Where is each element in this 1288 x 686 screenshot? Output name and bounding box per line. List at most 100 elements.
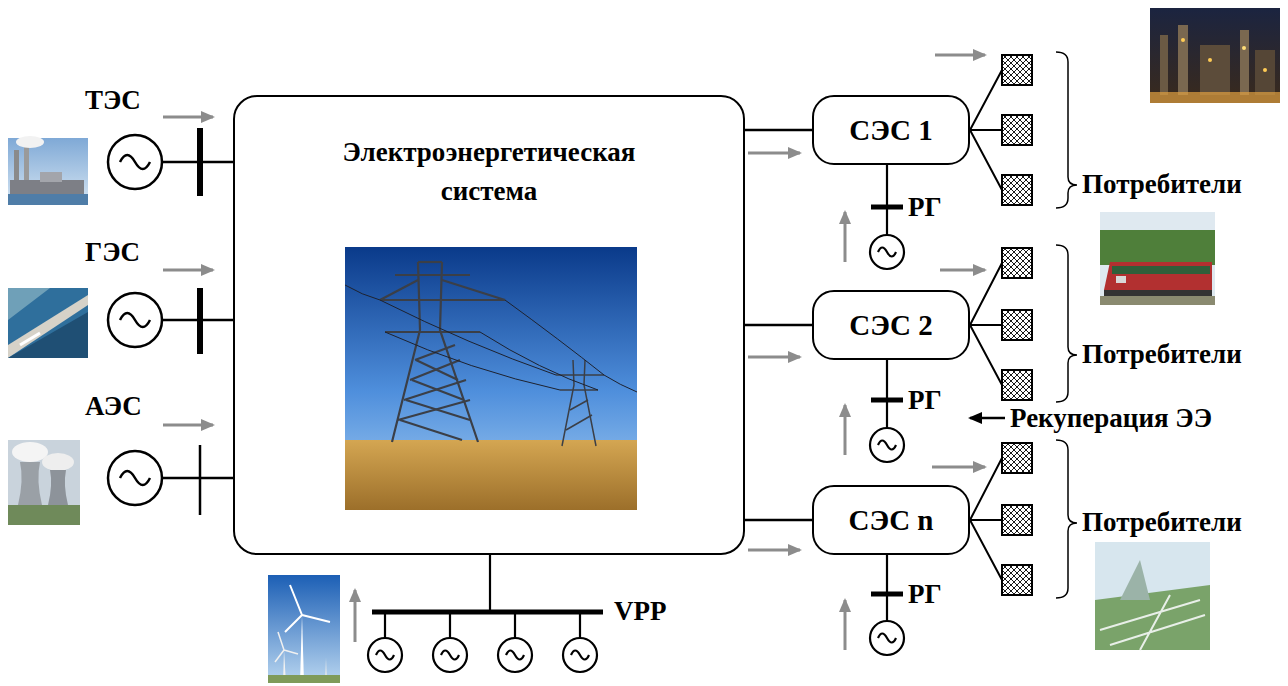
supply-line [745,129,812,132]
train-photo [1100,212,1215,305]
regional-generator [871,592,903,597]
ges-generator [108,288,233,354]
annotation-label: Рекуперация ЭЭ [1010,404,1212,434]
power-lines-photo [556,360,604,446]
consumer-symbol [1002,443,1032,473]
consumer-brace [1056,440,1077,598]
aes-photo [8,440,80,525]
substation-box: СЭС 1 [812,95,970,165]
tes-photo [8,194,88,205]
industry-photo [1150,92,1280,103]
flow-arrow [748,549,800,552]
city-photo [1095,542,1210,650]
tes-generator [108,135,162,189]
recuperation-arrow [970,417,1005,420]
vpp-generators [372,610,603,615]
train-photo [1100,296,1215,305]
flow-arrow [748,152,800,155]
power-lines-photo [566,400,592,430]
regional-generator [870,165,904,655]
annotation-label: ГЭС [85,238,140,268]
vpp-generators [571,651,589,660]
ges-generator [120,313,150,327]
aes-photo [18,462,42,505]
regional-generator [871,205,903,210]
city-photo [1095,585,1210,650]
tes-photo [10,180,84,194]
substation-box: СЭС n [812,485,970,555]
industry-photo [1181,38,1185,42]
consumer-feeders [970,263,1002,385]
consumer-symbol [1002,505,1032,535]
aes-photo [42,453,74,471]
tes-photo [40,172,62,182]
regional-generator [870,428,904,462]
annotation-label: РГ [908,386,942,416]
city-photo [1100,595,1205,650]
aes-photo [8,440,80,525]
box-label: СЭС 2 [849,309,932,342]
aes-generator [108,445,233,515]
power-lines-photo [380,275,505,332]
power-lines-photo [385,332,560,390]
wind-photo [275,632,298,662]
industry-photo [1160,35,1168,95]
industry-photo [1242,46,1246,50]
flow-arrow [163,116,213,119]
flow-arrow [163,269,213,272]
tes-photo [8,136,88,205]
regional-generator [886,360,888,428]
power-system-box: Электроэнергетическая система [233,95,745,555]
tes-photo [8,138,88,205]
power-lines-photo [380,262,505,442]
flow-arrow [844,212,847,262]
train-photo [1100,212,1215,305]
city-photo [1095,542,1210,650]
train-photo [1100,230,1215,265]
industry-photo [1178,25,1188,95]
consumer-brace [1056,52,1077,598]
vpp-generators [376,651,394,660]
vpp-generators [441,651,459,660]
consumer-symbol [1002,310,1032,340]
ges-photo [8,288,88,358]
ges-photo [8,295,88,358]
flow-arrow [935,54,985,57]
aes-generator [120,471,150,485]
consumer-symbol [1002,248,1032,278]
flow-arrow [844,600,847,650]
industry-photo [1208,58,1212,62]
flow-arrow [932,466,985,469]
tes-generator [197,128,203,196]
regional-generator [878,248,896,257]
power-lines-photo [345,247,637,510]
wind-photo [268,675,340,683]
power-lines-photo [345,285,637,392]
annotation-label: АЭС [85,392,142,422]
consumer-feeders [970,70,1002,580]
aes-photo [8,505,80,525]
power-lines-photo [400,360,470,440]
annotation-label: ТЭС [85,86,141,116]
ges-photo [20,333,40,345]
consumer-symbol [1002,55,1032,85]
ges-photo [8,288,50,320]
power-lines-photo [562,360,574,446]
regional-generator [878,441,896,450]
tes-photo [16,136,44,148]
tes-generator [120,155,150,169]
city-photo [1120,560,1150,600]
consumer-symbol [1002,175,1032,205]
annotation-label: VPP [614,597,666,627]
aes-generator [162,477,233,480]
vpp-generators [506,651,524,660]
consumer-feeders [970,458,1002,580]
aes-generator [199,445,202,515]
power-lines-photo [418,261,442,263]
ges-generator [197,288,203,354]
flow-arrow [748,356,800,359]
regional-generator [870,235,904,269]
power-lines-photo [584,360,596,446]
supply-line [745,519,812,522]
vpp-generators [368,638,402,672]
